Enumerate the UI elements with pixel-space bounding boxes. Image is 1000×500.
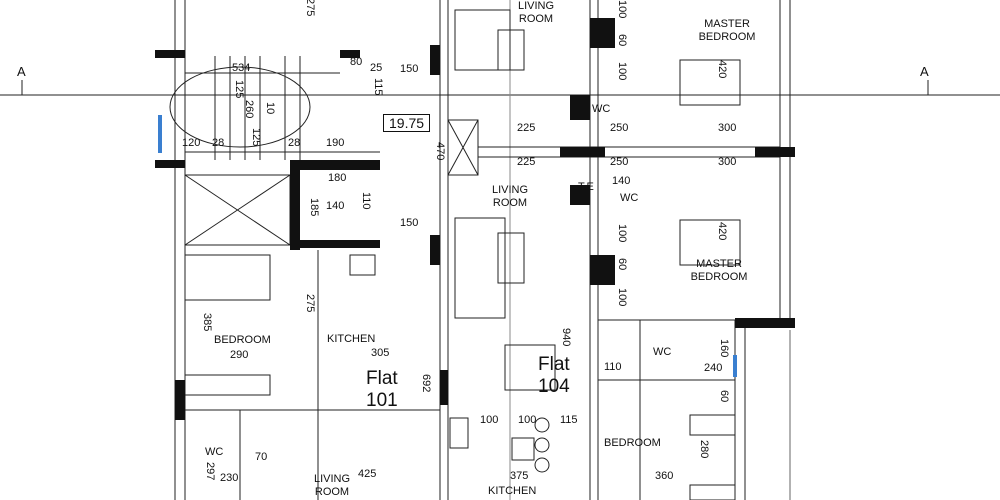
- dimension: 305: [371, 347, 390, 359]
- dimension: 160: [718, 339, 730, 358]
- dimension: 534: [232, 62, 251, 74]
- dimension: 225: [517, 122, 536, 134]
- dimension: 240: [704, 362, 723, 374]
- dimension: 125: [250, 128, 262, 147]
- area-label: 19.75: [383, 114, 431, 132]
- dimension: 28: [288, 137, 301, 149]
- dimension: 375: [510, 470, 529, 482]
- room-te: T.E: [578, 181, 594, 193]
- room-wc-mid: WC: [620, 192, 639, 204]
- dimension: 110: [604, 361, 622, 373]
- dimension: 60: [718, 390, 730, 403]
- dimension: 230: [220, 472, 239, 484]
- dimension: 290: [230, 349, 249, 361]
- dimension: 225: [517, 156, 536, 168]
- dimension: 115: [372, 78, 384, 96]
- dimension: 275: [304, 0, 316, 17]
- dimension: 140: [326, 200, 345, 212]
- room-bedroom-104: BEDROOM: [604, 437, 661, 449]
- walls: [155, 18, 795, 420]
- dimension: 150: [400, 217, 419, 229]
- dimension: 100: [616, 224, 628, 243]
- dimension: 190: [326, 137, 345, 149]
- dimension: 470: [434, 142, 446, 161]
- section-mark-left: A: [17, 64, 26, 79]
- room-wc-104: WC: [653, 346, 672, 358]
- room-kitchen-104: KITCHEN: [488, 485, 537, 497]
- flat-word: Flat: [366, 368, 398, 389]
- dimension: 250: [610, 122, 629, 134]
- dimension: 300: [718, 122, 737, 134]
- dimension: 25: [370, 62, 383, 74]
- room-living-mid: LIVING ROOM: [491, 184, 529, 209]
- room-bedroom-101: BEDROOM: [214, 334, 271, 346]
- flat-word: Flat: [538, 354, 570, 375]
- dimension: 140: [612, 175, 631, 187]
- dimension: 60: [616, 258, 628, 271]
- dimension: 180: [328, 172, 347, 184]
- room-wc-101: WC: [205, 446, 224, 458]
- dimension: 297: [204, 462, 216, 481]
- dimension: 692: [420, 374, 432, 393]
- dimension: 100: [616, 0, 628, 19]
- room-living-101: LIVING ROOM: [313, 473, 351, 498]
- dimension: 260: [243, 100, 255, 119]
- dimension: 360: [655, 470, 674, 482]
- dimension: 280: [698, 440, 710, 459]
- room-master-top: MASTER BEDROOM: [698, 18, 756, 43]
- dimension: 300: [718, 156, 737, 168]
- room-master-mid: MASTER BEDROOM: [690, 258, 748, 283]
- dimension: 425: [358, 468, 377, 480]
- dimension: 60: [616, 34, 628, 47]
- dimension: 185: [308, 198, 320, 217]
- dimension: 115: [560, 414, 578, 426]
- dimension: 100: [616, 288, 628, 307]
- room-living-top: LIVING ROOM: [517, 0, 555, 25]
- dimension: 100: [518, 414, 537, 426]
- dimension: 250: [610, 156, 629, 168]
- dimension: 28: [212, 137, 225, 149]
- dimension: 275: [304, 294, 316, 313]
- flat-number: 104: [538, 376, 570, 397]
- section-mark-right: A: [920, 64, 929, 79]
- dimension: 125: [233, 80, 245, 99]
- dimension: 100: [616, 62, 628, 81]
- room-kitchen-101: KITCHEN: [327, 333, 376, 345]
- dimension: 70: [255, 451, 268, 463]
- dimension: 385: [201, 313, 213, 332]
- dimension: 100: [480, 414, 499, 426]
- dimension: 420: [716, 222, 728, 241]
- dimension: 110: [360, 192, 372, 210]
- dimension: 420: [716, 60, 728, 79]
- dimension: 940: [560, 328, 572, 347]
- dimension: 150: [400, 63, 419, 75]
- dimension: 10: [264, 102, 276, 115]
- dimension: 120: [182, 137, 201, 149]
- room-wc-top: WC: [592, 103, 611, 115]
- dimension: 80: [350, 56, 363, 68]
- flat-number: 101: [366, 390, 398, 411]
